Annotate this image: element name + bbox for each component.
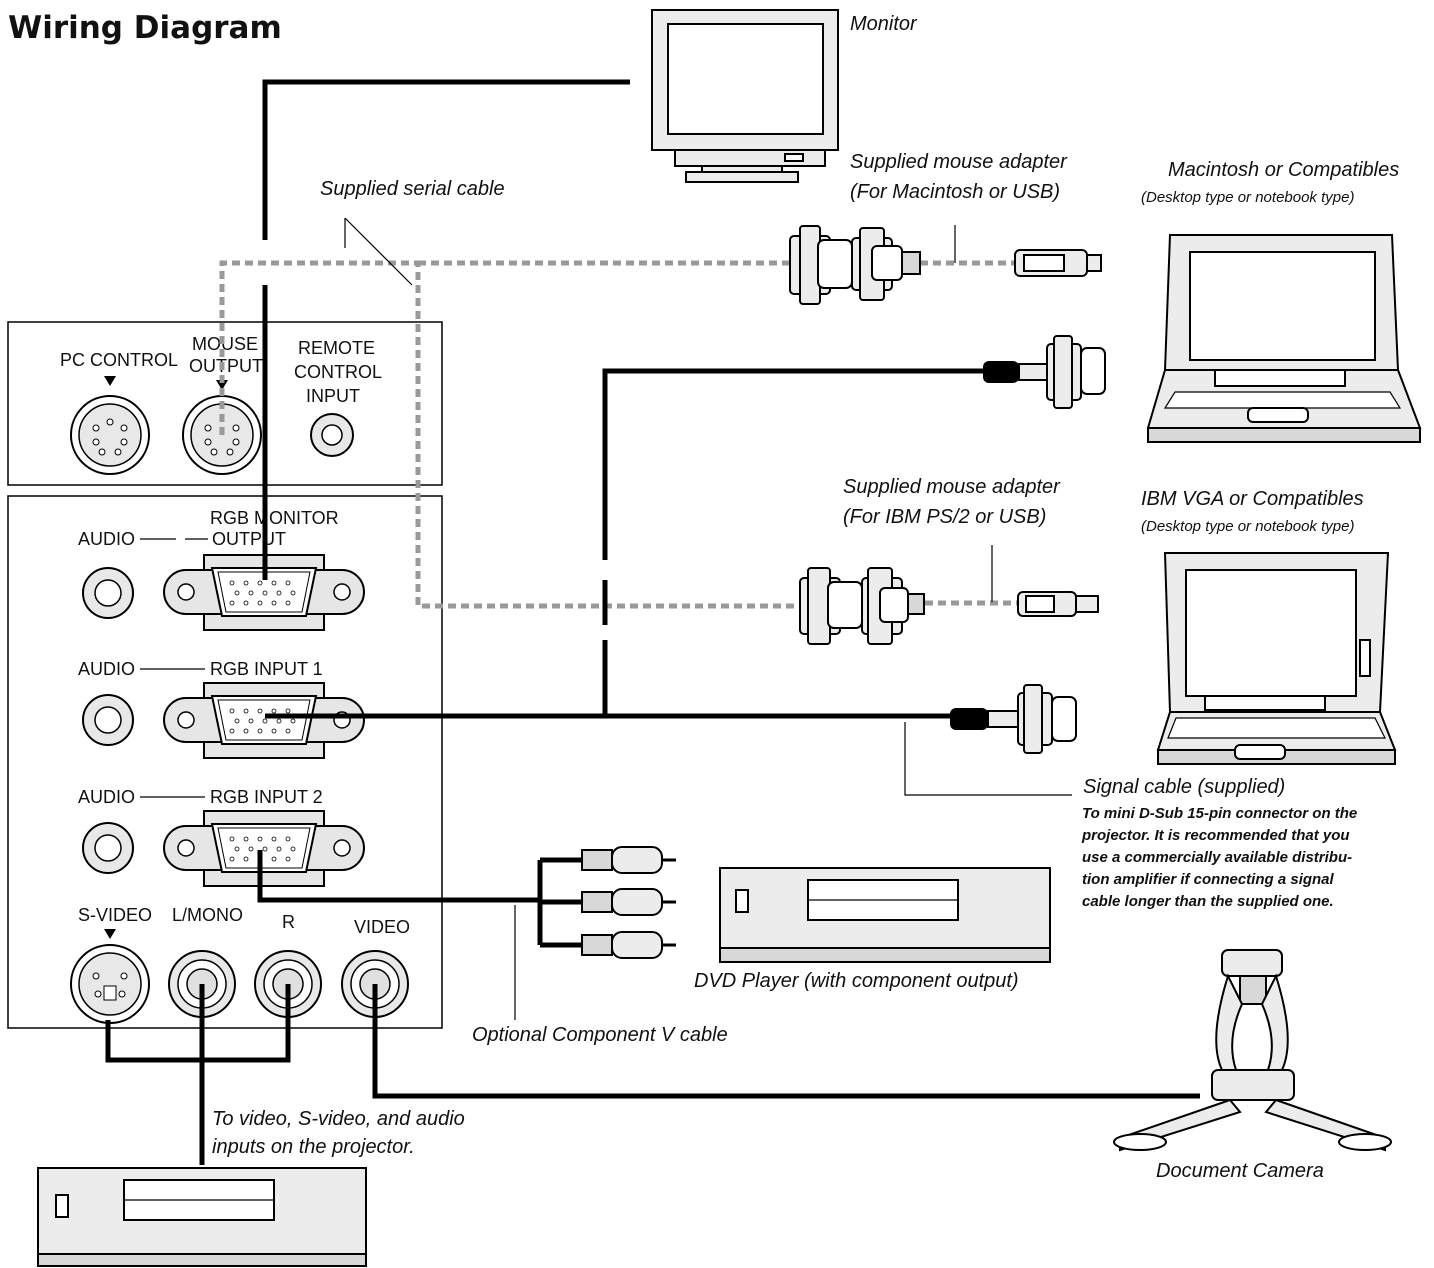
remote-label-2: CONTROL <box>294 362 382 382</box>
l-mono-label: L/MONO <box>172 905 243 925</box>
audio-label-3: AUDIO <box>78 787 135 807</box>
macintosh-subcaption: (Desktop type or notebook type) <box>1141 189 1354 206</box>
ibm-laptop-icon <box>1156 552 1397 765</box>
remote-label-3: INPUT <box>306 386 360 406</box>
r-label: R <box>282 912 295 932</box>
document-camera-icon <box>1113 949 1392 1152</box>
component-cable-caption: Optional Component V cable <box>472 1024 728 1046</box>
mac-signal-plug-icon <box>983 335 1106 409</box>
macintosh-laptop-icon <box>1146 234 1422 443</box>
ibm-mouse-adapter-icon <box>799 567 1099 645</box>
remote-control-input-port[interactable] <box>310 413 354 457</box>
s-video-port[interactable] <box>70 944 150 1024</box>
dvd-player-caption: DVD Player (with component output) <box>694 970 1019 992</box>
callout-lines <box>344 217 1072 1020</box>
audio-jack-2[interactable] <box>82 694 134 746</box>
cables <box>105 79 1200 1165</box>
video-inputs-caption-2: inputs on the projector. <box>212 1136 415 1158</box>
signal-note-line-5: cable longer than the supplied one. <box>1082 893 1334 910</box>
remote-label-1: REMOTE <box>298 338 375 358</box>
signal-note-line-1: To mini D-Sub 15-pin connector on the <box>1082 805 1357 822</box>
video-label: VIDEO <box>354 917 410 937</box>
serial-cable-caption: Supplied serial cable <box>320 178 505 200</box>
rgb-input-1-label: RGB INPUT 1 <box>210 659 323 679</box>
rgb-input-1-port[interactable] <box>163 682 365 759</box>
mac-mouse-adapter-icon <box>789 225 1102 305</box>
audio-jack-3[interactable] <box>82 822 134 874</box>
video-deck-icon <box>37 1167 367 1267</box>
mac-adapter-caption-2: (For Macintosh or USB) <box>850 181 1060 203</box>
pc-control-label: PC CONTROL <box>60 350 178 370</box>
projector-control-panel: PC CONTROL MOUSE OUTPUT REMOTE CONTROL I… <box>7 321 443 486</box>
rgb-monitor-output-label-2: OUTPUT <box>212 529 286 549</box>
component-rca-plugs-icon <box>581 846 676 959</box>
signal-cable-caption: Signal cable (supplied) <box>1083 776 1285 798</box>
pc-control-port[interactable] <box>70 395 150 475</box>
signal-note-line-2: projector. It is recommended that you <box>1081 827 1350 844</box>
rgb-input-2-port[interactable] <box>163 810 365 887</box>
rgb-monitor-output-label-1: RGB MONITOR <box>210 508 339 528</box>
s-video-label: S-VIDEO <box>78 905 152 925</box>
ibm-subcaption: (Desktop type or notebook type) <box>1141 518 1354 535</box>
macintosh-caption: Macintosh or Compatibles <box>1168 159 1399 181</box>
video-inputs-caption-1: To video, S-video, and audio <box>212 1108 465 1130</box>
ibm-adapter-caption-1: Supplied mouse adapter <box>843 476 1061 498</box>
rgb-input-2-label: RGB INPUT 2 <box>210 787 323 807</box>
projector-signal-panel: AUDIO RGB MONITOR OUTPUT AUDIO RGB INPUT… <box>7 495 443 1029</box>
ibm-adapter-caption-2: (For IBM PS/2 or USB) <box>843 506 1046 528</box>
audio-label-1: AUDIO <box>78 529 135 549</box>
page-title: Wiring Diagram <box>8 10 282 46</box>
audio-label-2: AUDIO <box>78 659 135 679</box>
document-camera-caption: Document Camera <box>1156 1160 1324 1182</box>
signal-note-line-4: tion amplifier if connecting a signal <box>1082 871 1335 888</box>
monitor-caption: Monitor <box>850 13 918 35</box>
ibm-caption: IBM VGA or Compatibles <box>1141 488 1364 510</box>
ibm-signal-plug-icon <box>950 684 1077 754</box>
mouse-output-label-2: OUTPUT <box>189 356 263 376</box>
monitor-icon <box>651 9 839 183</box>
mouse-output-label-1: MOUSE <box>192 334 258 354</box>
signal-note-line-3: use a commercially available distribu- <box>1082 849 1352 866</box>
audio-jack-1[interactable] <box>82 567 134 619</box>
dvd-player-icon <box>719 867 1051 963</box>
mac-adapter-caption-1: Supplied mouse adapter <box>850 151 1068 173</box>
